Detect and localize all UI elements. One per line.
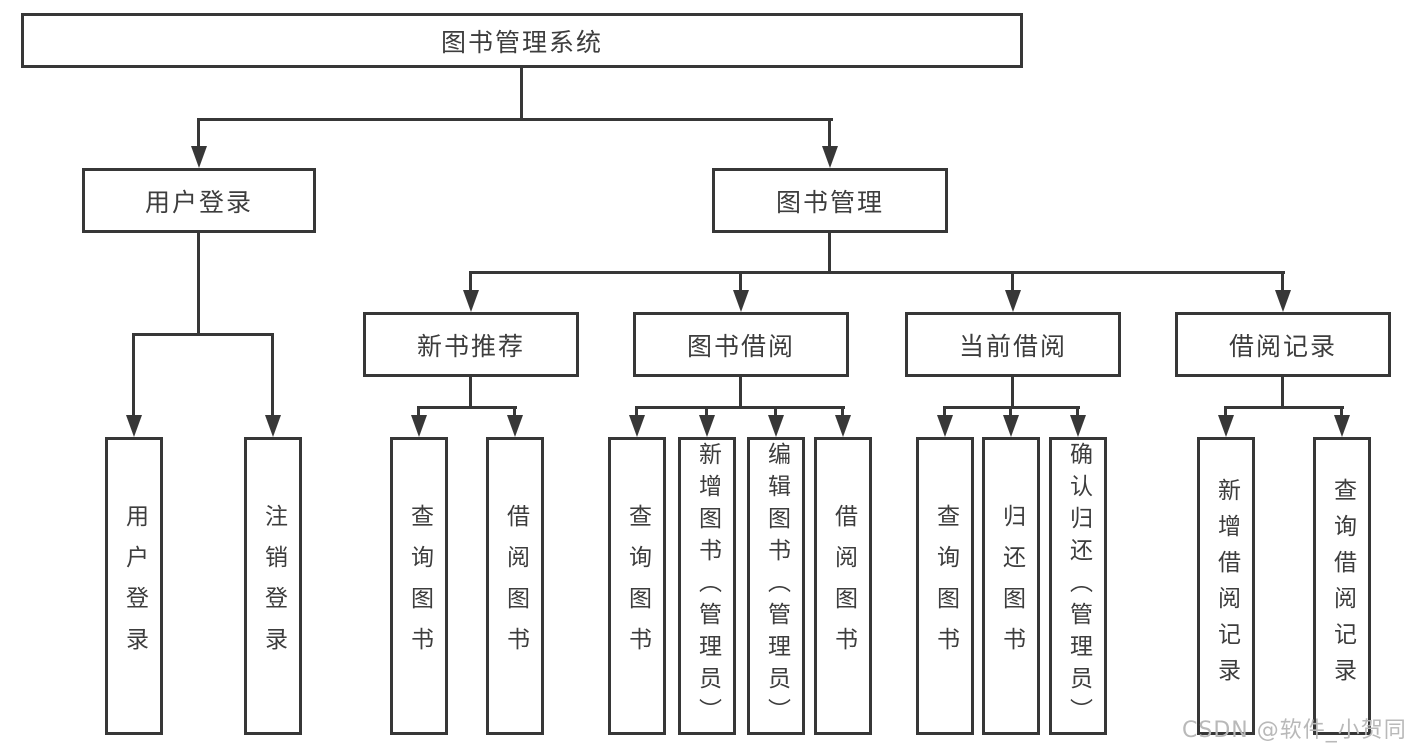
connector-line [197,118,200,148]
arrow-down-icon [1070,415,1086,437]
connector-line [1340,406,1343,417]
arrow-down-icon [1003,415,1019,437]
leaf-add-borrow-record: 新增借阅记录 [1197,437,1255,735]
node-borrow-records: 借阅记录 [1175,312,1391,377]
connector-line [828,233,831,273]
leaf-confirm-return-admin: 确认归还（管理员） [1049,437,1107,735]
leaf-query-books-borrow: 查询图书 [608,437,666,735]
arrow-down-icon [191,146,207,168]
connector-line [828,118,831,148]
arrow-down-icon [463,290,479,312]
leaf-query-books-current: 查询图书 [916,437,974,735]
connector-line [1224,406,1227,417]
connector-line [739,377,742,408]
connector-line [132,333,135,416]
connector-line [1011,377,1014,408]
node-label: 用户登录 [144,187,253,217]
connector-line [1076,406,1079,417]
connector-line [1281,271,1284,291]
node-book-management-system: 图书管理系统 [21,13,1023,68]
connector-line [635,406,845,409]
node-label: 图书管理 [775,187,884,217]
node-label: 图书管理系统 [440,27,603,57]
connector-line [1281,377,1284,408]
connector-line [469,377,472,408]
connector-line [469,271,1285,274]
arrow-down-icon [768,415,784,437]
node-book-borrow: 图书借阅 [633,312,849,377]
connector-line [520,68,523,120]
node-new-book-recommend: 新书推荐 [363,312,579,377]
connector-line [417,406,420,417]
connector-line [1009,406,1012,417]
leaf-borrow-books: 借阅图书 [814,437,872,735]
node-user-login: 用户登录 [82,168,316,233]
leaf-user-login: 用户登录 [105,437,163,735]
arrow-down-icon [835,415,851,437]
connector-line [271,333,274,416]
arrow-down-icon [937,415,953,437]
arrow-down-icon [1275,290,1291,312]
connector-line [1011,271,1014,291]
arrow-down-icon [699,415,715,437]
connector-line [739,271,742,291]
arrow-down-icon [733,290,749,312]
connector-line [132,333,274,336]
connector-line [417,406,517,409]
arrow-down-icon [1334,415,1350,437]
leaf-return-books: 归还图书 [982,437,1040,735]
leaf-query-borrow-record: 查询借阅记录 [1313,437,1371,735]
arrow-down-icon [411,415,427,437]
connector-line [943,406,946,417]
connector-line [197,233,200,335]
arrow-down-icon [629,415,645,437]
csdn-watermark: CSDN @软件_小贺同学 [1182,718,1405,743]
connector-line [1224,406,1344,409]
arrow-down-icon [507,415,523,437]
arrow-down-icon [265,415,281,437]
connector-line [705,406,708,417]
node-label: 图书借阅 [686,331,795,361]
node-label: 借阅记录 [1228,331,1337,361]
arrow-down-icon [1005,290,1021,312]
node-current-borrow: 当前借阅 [905,312,1121,377]
connector-line [635,406,638,417]
connector-line [513,406,516,417]
arrow-down-icon [822,146,838,168]
node-label: 当前借阅 [958,331,1067,361]
arrow-down-icon [126,415,142,437]
leaf-logout: 注销登录 [244,437,302,735]
connector-line [197,118,833,121]
node-book-management: 图书管理 [712,168,948,233]
connector-line [774,406,777,417]
connector-line [469,271,472,291]
arrow-down-icon [1218,415,1234,437]
leaf-add-books-admin: 新增图书（管理员） [678,437,736,735]
leaf-edit-books-admin: 编辑图书（管理员） [747,437,805,735]
connector-line [841,406,844,417]
leaf-query-books-recommend: 查询图书 [390,437,448,735]
leaf-borrow-books-recommend: 借阅图书 [486,437,544,735]
node-label: 新书推荐 [416,331,525,361]
